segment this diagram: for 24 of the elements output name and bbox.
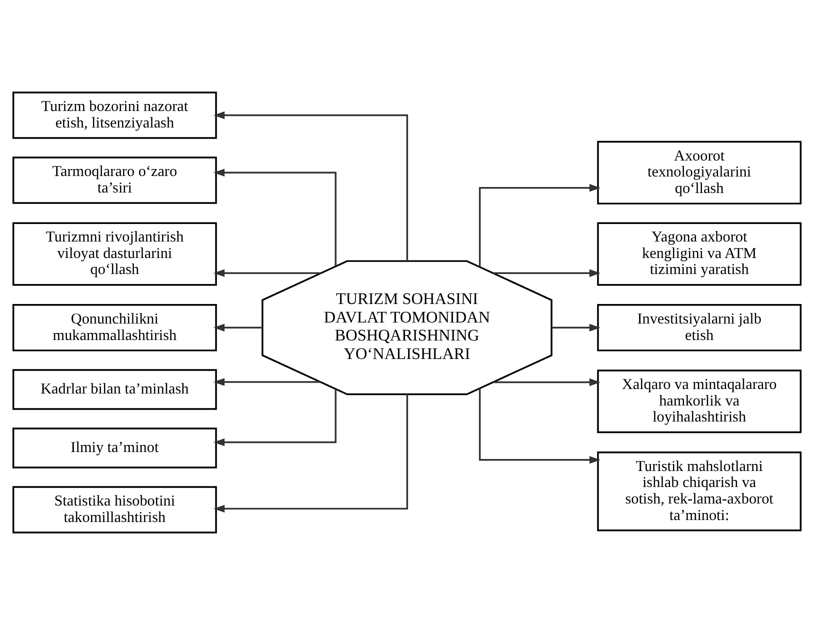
arrow	[213, 394, 408, 513]
arrow	[212, 269, 320, 277]
node-box: Investitsiyalarni jalb etish	[596, 304, 802, 352]
arrow	[492, 269, 600, 277]
node-box: Yagona axborot kengligini va ATM tizimini yaratish	[596, 222, 802, 286]
node-box: Tarmoqlararo o‘zaro ta’siri	[12, 156, 216, 204]
node-box: Qonunchilikni mukammallashtirish	[12, 304, 216, 352]
arrow	[212, 389, 336, 446]
node-box: Statistika hisobotini takomillashtirish	[12, 486, 216, 534]
arrow	[550, 324, 600, 332]
arrow	[478, 388, 600, 464]
node-box: Ilmiy ta’minot	[12, 428, 216, 468]
arrow	[212, 378, 320, 386]
arrow	[212, 324, 262, 332]
node-box: Xalqaro va mintaqalararo hamkorlik va loyihalashtirish	[596, 370, 802, 434]
node-box: Kadrlar bilan ta’minlash	[12, 369, 216, 410]
node-box: Axoorot texnologiyalarini qo‘llash	[596, 140, 802, 204]
arrow	[492, 378, 600, 386]
arrow	[213, 111, 408, 262]
node-box: Turistik mahslotlarni ishlab chiqarish va sotish, rek-lama-axborot ta’minoti:	[596, 451, 802, 532]
node-box: Turizm bozorini nazorat etish, litsenziyalash	[12, 92, 216, 139]
arrow	[212, 168, 336, 266]
arrow	[478, 184, 600, 267]
node-box: Turizmni rivojlantirish viloyat dasturlarini qo‘llash	[12, 222, 216, 286]
